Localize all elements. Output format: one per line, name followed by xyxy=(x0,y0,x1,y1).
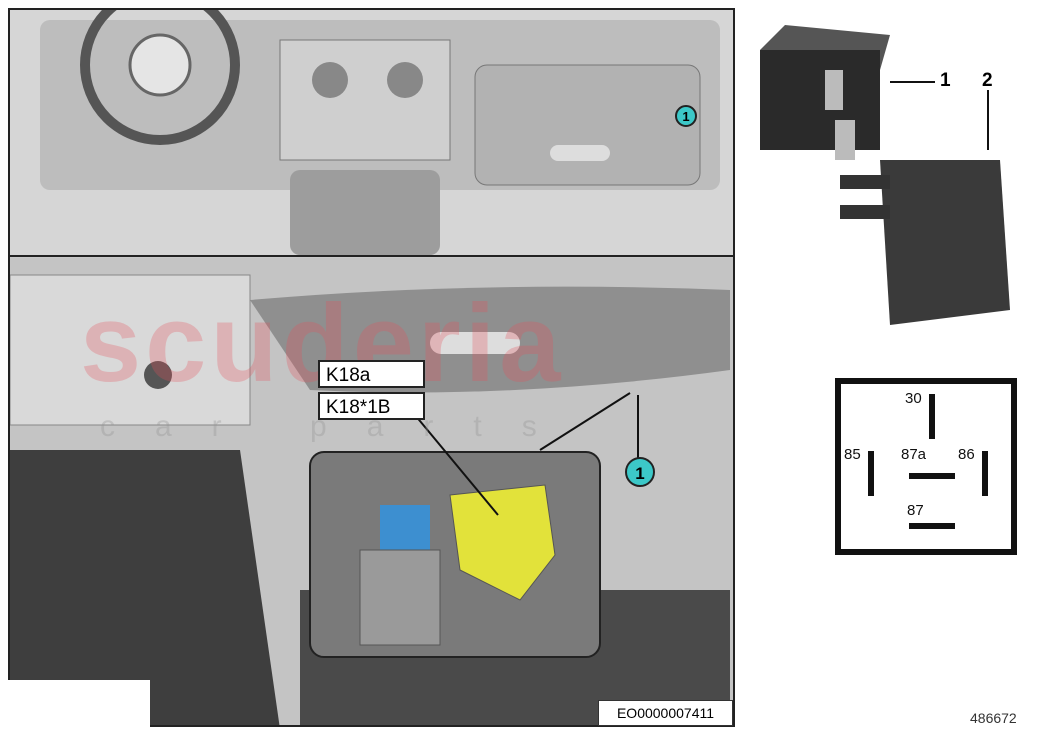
pin-85-bar xyxy=(868,451,874,496)
diagram-number: 486672 xyxy=(970,710,1017,726)
pin-87-label: 87 xyxy=(907,502,924,519)
image-code: EO0000007411 xyxy=(598,700,733,726)
blank-patch xyxy=(0,680,150,735)
pin-85-label: 85 xyxy=(844,446,861,463)
pin-87a-bar xyxy=(909,473,955,479)
pin-86-label: 86 xyxy=(958,446,975,463)
pin-30-label: 30 xyxy=(905,390,922,407)
relay-illustration xyxy=(760,25,1010,325)
pin-86-bar xyxy=(982,451,988,496)
pin-30-bar xyxy=(929,394,935,439)
pin-87a-label: 87a xyxy=(901,446,927,463)
callout-location-top: 1 xyxy=(675,105,697,127)
relay-schematic: 30 85 87a 86 87 xyxy=(835,378,1017,555)
callout-relay: 1 xyxy=(940,70,951,91)
callout-relay-socket: 2 xyxy=(982,70,993,91)
connector-label-k18a: K18a xyxy=(318,360,425,388)
callout-location-bottom: 1 xyxy=(625,457,655,487)
connector-label-k18-1b: K18*1B xyxy=(318,392,425,420)
pin-87-bar xyxy=(909,523,955,529)
